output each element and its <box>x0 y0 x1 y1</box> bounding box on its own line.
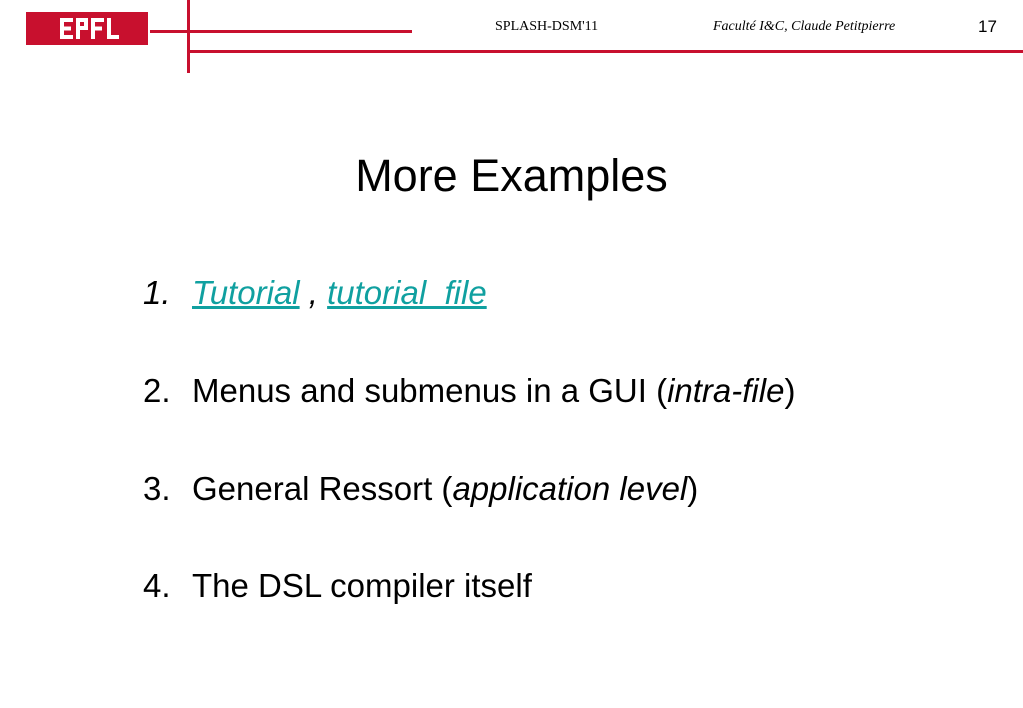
list-item-text: The DSL compiler itself <box>192 567 532 604</box>
list-item-emphasis: intra-file <box>667 372 785 409</box>
list-item-text: Menus and submenus in a GUI ( <box>192 372 668 409</box>
tutorial-link[interactable]: Tutorial <box>192 274 300 311</box>
list-item-number: 1. <box>143 274 171 311</box>
header-vertical-rule <box>187 0 190 73</box>
header-right-rule <box>190 50 1023 53</box>
list-item: 1. Tutorial , tutorial_file <box>143 274 487 312</box>
list-item-number: 3. <box>143 470 171 507</box>
list-item: 4. The DSL compiler itself <box>143 567 532 605</box>
page-number: 17 <box>978 17 997 36</box>
header-conference: SPLASH-DSM'11 <box>495 19 599 34</box>
list-item-text: General Ressort ( <box>192 470 453 507</box>
list-item-close: ) <box>784 372 796 409</box>
header-author: Faculté I&C, Claude Petitpierre <box>713 19 896 34</box>
list-item: 3. General Ressort (application level) <box>143 470 698 508</box>
list-item-number: 4. <box>143 567 171 604</box>
list-item-separator: , <box>299 274 328 311</box>
tutorial-file-link[interactable]: tutorial_file <box>327 274 487 311</box>
list-item: 2. Menus and submenus in a GUI (intra-fil… <box>143 372 795 410</box>
list-item-emphasis: application level <box>452 470 688 507</box>
slide-title: More Examples <box>355 150 668 201</box>
list-item-number: 2. <box>143 372 171 409</box>
header-left-rule <box>150 30 412 33</box>
epfl-logo <box>26 12 148 45</box>
list-item-close: ) <box>687 470 699 507</box>
